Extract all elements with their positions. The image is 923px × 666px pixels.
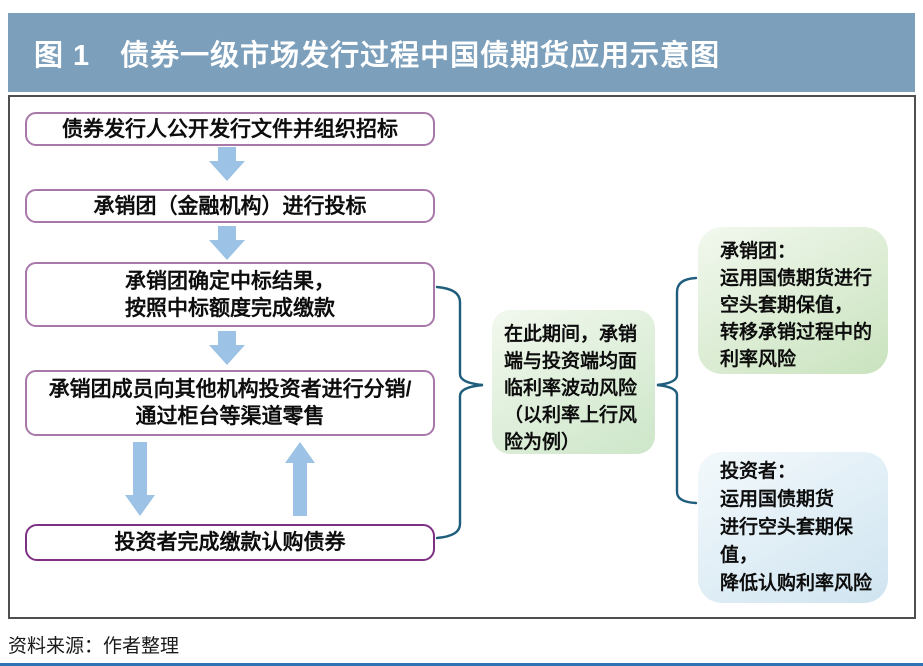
note-line: 险为例） xyxy=(504,432,581,453)
note-line: 临利率波动风险 xyxy=(504,378,638,399)
figure-title-bar: 图 1 债券一级市场发行过程中国债期货应用示意图 xyxy=(8,13,915,92)
note-line: 利率风险 xyxy=(720,349,797,370)
source-caption: 资料来源：作者整理 xyxy=(8,636,180,657)
down-arrow-icon xyxy=(209,331,245,365)
note-underwriter-hedging: 承销团： 运用国债期货进行 空头套期保值， 转移承销过程中的 利率风险 xyxy=(698,227,888,374)
note-line: 进行空头套期保值， xyxy=(720,516,854,566)
note-line: 空头套期保值， xyxy=(720,295,854,316)
note-line: 降低认购利率风险 xyxy=(720,572,873,594)
flow-box-underwriter-bid: 承销团（金融机构）进行投标 xyxy=(25,189,435,223)
flow-box-line: 承销团（金融机构）进行投标 xyxy=(93,194,367,218)
up-arrow-icon xyxy=(285,442,315,516)
note-investor-hedging: 投资者： 运用国债期货 进行空头套期保值， 降低认购利率风险 xyxy=(698,452,888,603)
figure-title: 图 1 债券一级市场发行过程中国债期货应用示意图 xyxy=(34,39,721,72)
note-line: 承销团： xyxy=(720,241,797,262)
flow-box-line: 投资者完成缴款认购债券 xyxy=(114,531,346,554)
flow-box-winning-payment: 承销团确定中标结果， 按照中标额度完成缴款 xyxy=(25,262,435,327)
flow-box-investor-payment: 投资者完成缴款认购债券 xyxy=(25,524,435,561)
note-line: 在此期间，承销 xyxy=(504,324,638,345)
bottom-rule xyxy=(0,663,923,666)
down-arrow-icon xyxy=(209,226,245,260)
note-line: 运用国债期货进行 xyxy=(720,268,873,289)
flow-box-line: 通过柜台等渠道零售 xyxy=(135,405,325,428)
note-line: 投资者： xyxy=(720,460,797,482)
note-interest-rate-risk: 在此期间，承销 端与投资端均面 临利率波动风险 （以利率上行风 险为例） xyxy=(492,310,655,454)
flow-box-line: 承销团成员向其他机构投资者进行分销/ xyxy=(48,378,412,401)
flow-box-issuer-tender: 债券发行人公开发行文件并组织招标 xyxy=(25,112,435,146)
note-line: 转移承销过程中的 xyxy=(720,322,873,343)
note-line: （以利率上行风 xyxy=(504,405,638,426)
note-line: 端与投资端均面 xyxy=(504,351,638,372)
right-brace-connector xyxy=(656,276,698,505)
flow-box-line: 承销团确定中标结果， xyxy=(125,269,335,293)
left-brace-connector xyxy=(435,285,484,540)
flow-box-distribution-retail: 承销团成员向其他机构投资者进行分销/ 通过柜台等渠道零售 xyxy=(25,370,435,436)
note-line: 运用国债期货 xyxy=(720,488,835,510)
flow-box-line: 按照中标额度完成缴款 xyxy=(125,296,335,320)
flow-box-line: 债券发行人公开发行文件并组织招标 xyxy=(62,117,398,141)
down-arrow-icon xyxy=(209,147,245,181)
down-arrow-icon xyxy=(125,442,155,516)
